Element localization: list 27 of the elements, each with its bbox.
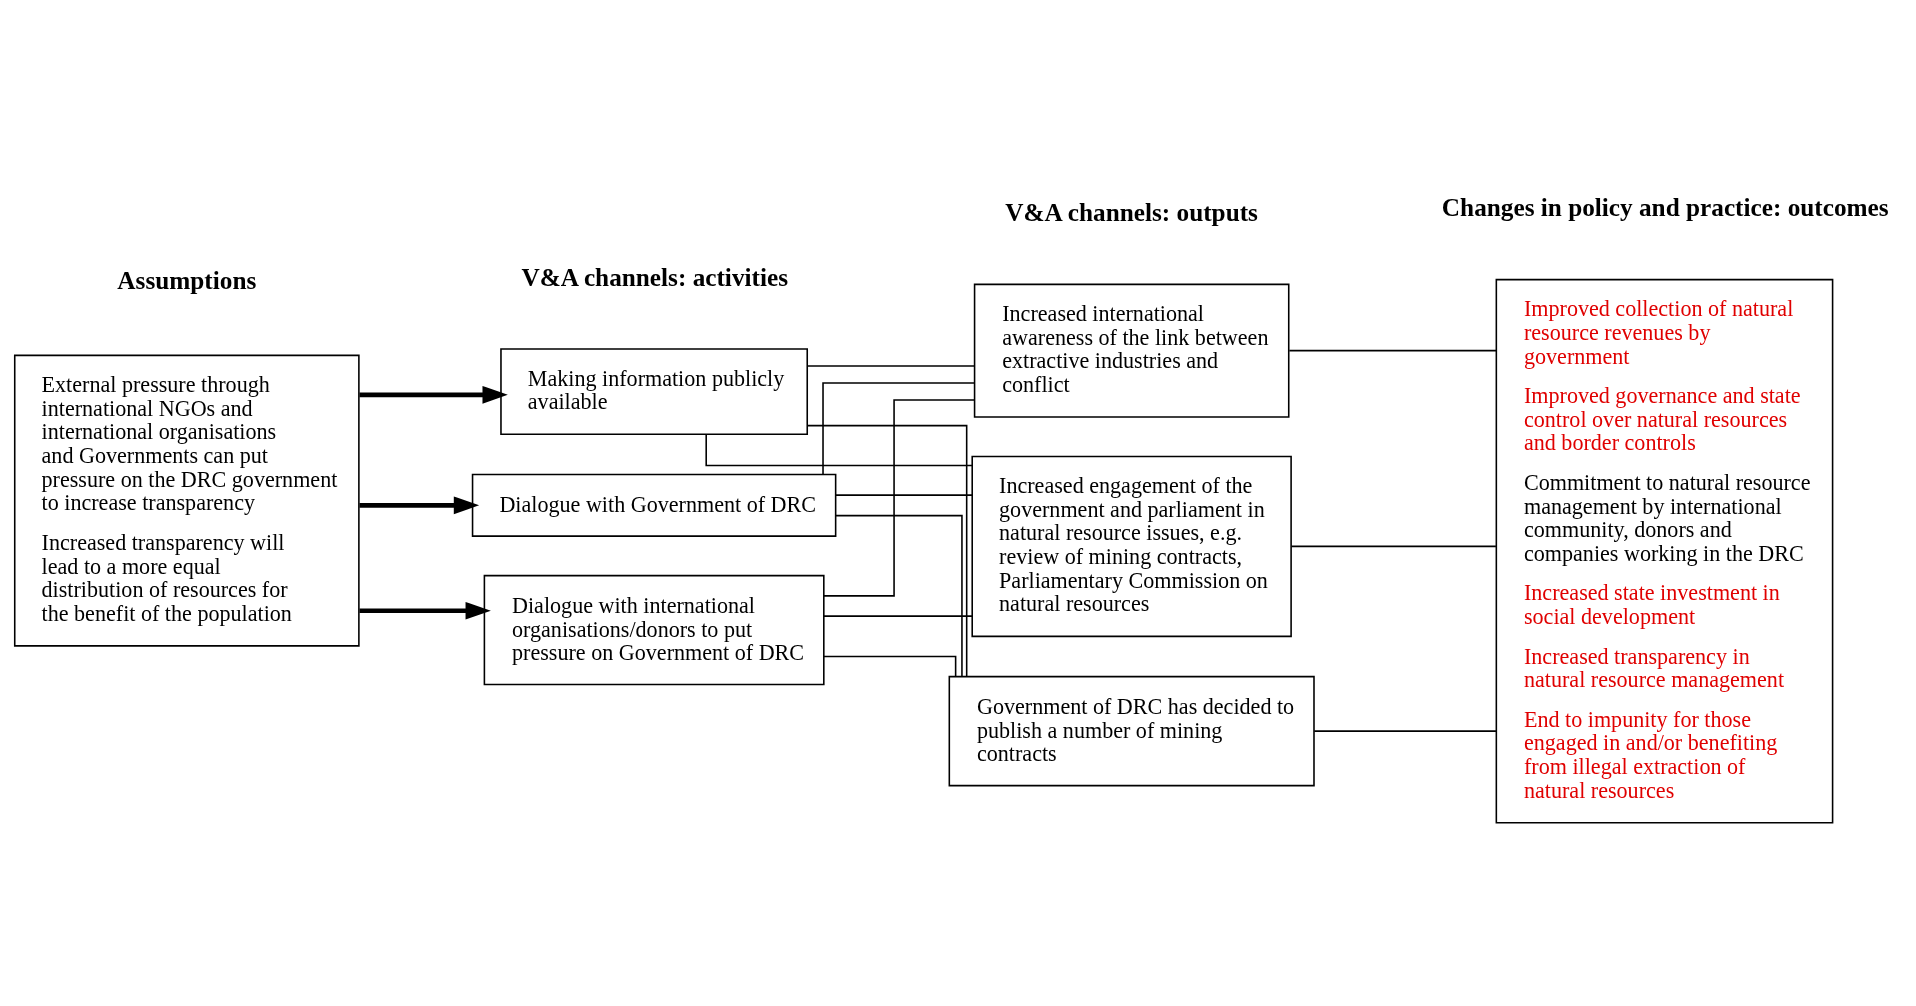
connector xyxy=(835,514,963,677)
connector xyxy=(705,433,973,467)
connector xyxy=(823,399,976,597)
connector xyxy=(807,365,976,367)
connector xyxy=(822,382,975,476)
connector xyxy=(1290,545,1497,548)
connector xyxy=(823,655,957,677)
connector xyxy=(1288,349,1497,352)
connector xyxy=(1313,730,1497,732)
connector xyxy=(835,494,973,496)
arrow xyxy=(359,601,491,620)
label: Assumptions xyxy=(117,265,257,294)
arrow xyxy=(359,386,508,404)
node-box: Government of DRC has decided to publish a number of mining contracts xyxy=(948,675,1315,787)
label: V&A channels: activities xyxy=(521,262,789,291)
connector xyxy=(806,424,968,678)
node-box: Dialogue with international organisations/donors to put pressure on Government of DRC xyxy=(483,574,825,686)
node-box: Dialogue with Government of DRC xyxy=(471,473,837,537)
arrow xyxy=(359,496,480,515)
node-box: Improved collection of natural resource revenues by government Improved governance and state control over natural resources and border controls Commitment to natural resource management by international community, donors and companies working in the DRC Increased state investment in social development Increased transparency in natural resource management End to impunity for those engaged in and/or benefiting from illegal extraction of natural resources xyxy=(1495,278,1834,824)
node-box: External pressure through international NGOs and international organisations and Governments can put pressure on the DRC government to increase transparency Increased transparency will lead to a more equal distribution of resources for the benefit of the population xyxy=(13,354,360,647)
label: Changes in policy and practice: outcomes xyxy=(1441,193,1889,222)
node-box: Making information publicly available xyxy=(500,348,808,436)
connector xyxy=(823,615,973,617)
node-box: Increased engagement of the government and parliament in natural resource issues, e.g. review of mining contracts, Parliamentary Commission on natural resources xyxy=(971,455,1292,638)
label: V&A channels: outputs xyxy=(1005,197,1258,226)
node-box: Increased international awareness of the link between extractive industries and conflict xyxy=(973,283,1290,418)
